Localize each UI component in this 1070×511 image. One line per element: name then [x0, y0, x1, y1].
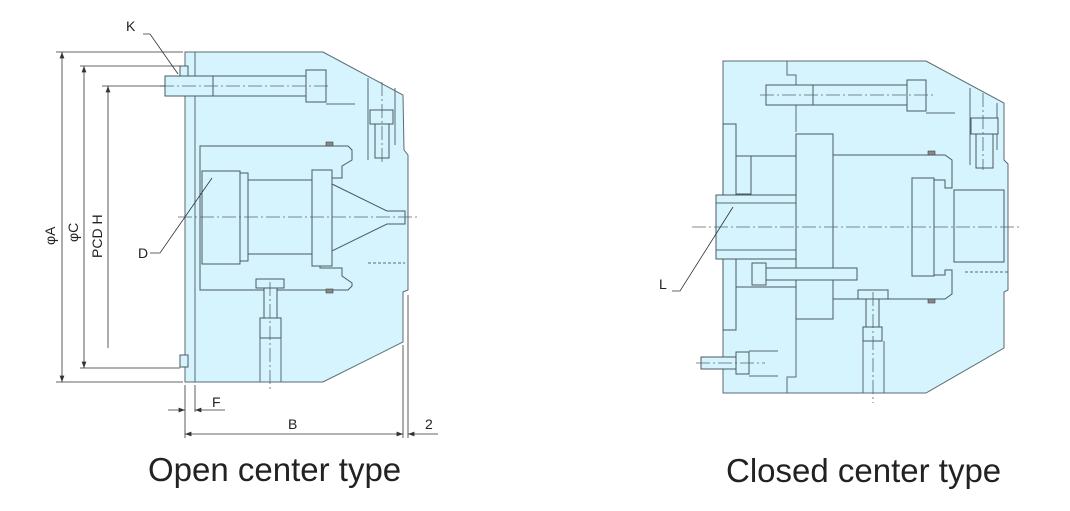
open-side-bolt: [367, 78, 396, 160]
label-phi-c: φC: [65, 223, 81, 242]
label-f: F: [212, 394, 221, 410]
label-l: L: [659, 276, 667, 292]
label-k: K: [126, 18, 136, 34]
label-d: D: [138, 245, 148, 261]
label-2: 2: [425, 416, 433, 432]
closed-center-drawing: L: [659, 60, 1020, 403]
closed-mounting-bolt: [700, 350, 778, 377]
open-dimensions: [56, 33, 438, 438]
caption-closed-center: Closed center type: [726, 452, 1001, 489]
closed-inner-bolt: [751, 262, 858, 286]
label-pcd-h: PCD H: [89, 214, 105, 258]
caption-open-center: Open center type: [148, 451, 401, 488]
open-locating-ring-bottom: [179, 354, 189, 368]
label-phi-a: φA: [42, 226, 58, 245]
open-center-drawing: K D F B 2 φA φC PCD H: [42, 18, 438, 438]
closed-side-bolt: [969, 88, 999, 169]
label-b: B: [288, 416, 297, 432]
